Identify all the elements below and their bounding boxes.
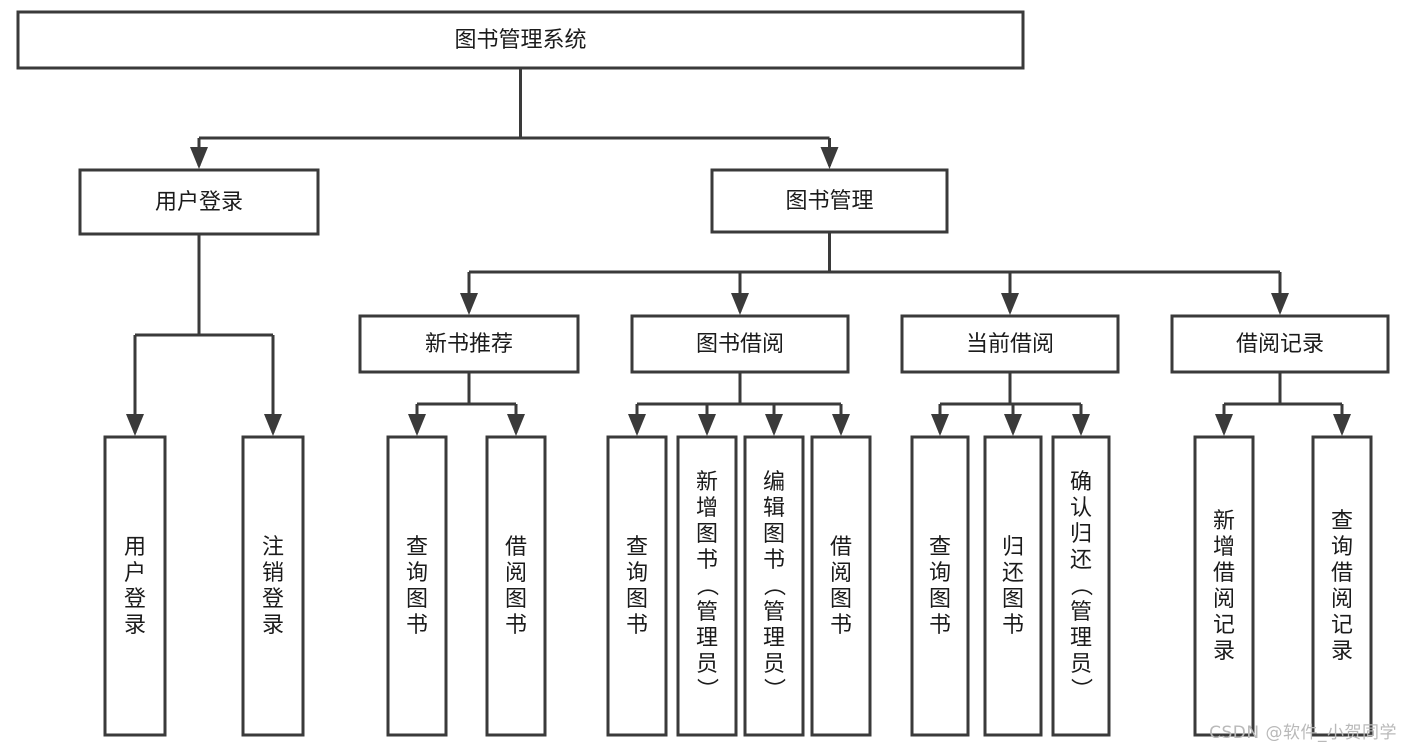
node-leaf-0[interactable]: 用户登录 xyxy=(103,435,167,737)
node-leaf-3[interactable]: 借阅图书 xyxy=(485,435,547,737)
node-label: 编辑图书（管理员） xyxy=(763,470,786,703)
node-leaf-5[interactable]: 新增图书（管理员） xyxy=(676,435,738,737)
arrow-head-icon xyxy=(190,147,208,169)
arrow-head-icon xyxy=(507,414,525,436)
node-level2-0[interactable]: 用户登录 xyxy=(78,168,320,236)
node-level2-1[interactable]: 图书管理 xyxy=(710,168,949,234)
node-leaf-10[interactable]: 确认归还（管理员） xyxy=(1051,435,1111,737)
node-box xyxy=(358,314,580,374)
node-label: 当前借阅 xyxy=(966,332,1054,357)
node-box xyxy=(103,435,167,737)
node-box xyxy=(78,168,320,236)
node-box xyxy=(606,435,668,737)
node-label: 新书推荐 xyxy=(425,332,513,357)
node-box xyxy=(1193,435,1255,737)
node-label: 用户登录 xyxy=(124,535,146,638)
node-label: 注销登录 xyxy=(262,535,284,638)
node-label: 借阅图书 xyxy=(505,535,527,638)
arrow-head-icon xyxy=(628,414,646,436)
node-box xyxy=(1311,435,1373,737)
node-box xyxy=(676,435,738,737)
node-box xyxy=(900,314,1120,374)
node-label: 确认归还（管理员） xyxy=(1070,470,1093,703)
edges-layer xyxy=(126,68,1351,436)
node-label: 查询图书 xyxy=(626,535,648,638)
node-box xyxy=(241,435,305,737)
node-label: 查询图书 xyxy=(406,535,428,638)
node-leaf-12[interactable]: 查询借阅记录 xyxy=(1311,435,1373,737)
arrow-head-icon xyxy=(1072,414,1090,436)
node-level3-3[interactable]: 借阅记录 xyxy=(1170,314,1390,374)
node-label: 用户登录 xyxy=(155,190,243,215)
node-box xyxy=(16,10,1025,70)
node-leaf-4[interactable]: 查询图书 xyxy=(606,435,668,737)
node-leaf-9[interactable]: 归还图书 xyxy=(983,435,1043,737)
arrow-head-icon xyxy=(1271,293,1289,315)
node-label: 查询借阅记录 xyxy=(1331,509,1353,664)
arrow-head-icon xyxy=(1215,414,1233,436)
node-label: 图书借阅 xyxy=(696,332,784,357)
node-box xyxy=(710,168,949,234)
node-box xyxy=(983,435,1043,737)
node-root-图书管理系统[interactable]: 图书管理系统 xyxy=(16,10,1025,70)
node-label: 新增图书（管理员） xyxy=(696,470,719,703)
node-box xyxy=(630,314,850,374)
node-box xyxy=(910,435,970,737)
node-label: 借阅记录 xyxy=(1236,332,1324,357)
node-box xyxy=(743,435,805,737)
nodes-layer: 图书管理系统用户登录图书管理新书推荐图书借阅当前借阅借阅记录用户登录注销登录查询… xyxy=(16,10,1390,737)
node-leaf-7[interactable]: 借阅图书 xyxy=(810,435,872,737)
arrow-head-icon xyxy=(731,293,749,315)
arrow-head-icon xyxy=(1004,414,1022,436)
arrow-head-icon xyxy=(1001,293,1019,315)
node-box xyxy=(386,435,448,737)
node-label: 图书管理 xyxy=(785,189,873,214)
node-level3-1[interactable]: 图书借阅 xyxy=(630,314,850,374)
node-box xyxy=(810,435,872,737)
arrow-head-icon xyxy=(832,414,850,436)
node-level3-2[interactable]: 当前借阅 xyxy=(900,314,1120,374)
arrow-head-icon xyxy=(820,147,839,169)
node-label: 归还图书 xyxy=(1002,535,1024,638)
node-leaf-1[interactable]: 注销登录 xyxy=(241,435,305,737)
node-label: 图书管理系统 xyxy=(454,28,586,53)
node-label: 查询图书 xyxy=(929,535,951,638)
node-leaf-8[interactable]: 查询图书 xyxy=(910,435,970,737)
node-leaf-11[interactable]: 新增借阅记录 xyxy=(1193,435,1255,737)
csdn-watermark: CSDN @软件_小贺同学 xyxy=(1209,723,1397,743)
node-leaf-2[interactable]: 查询图书 xyxy=(386,435,448,737)
node-box xyxy=(485,435,547,737)
node-label: 借阅图书 xyxy=(830,535,852,638)
arrow-head-icon xyxy=(765,414,783,436)
arrow-head-icon xyxy=(408,414,426,436)
node-level3-0[interactable]: 新书推荐 xyxy=(358,314,580,374)
node-leaf-6[interactable]: 编辑图书（管理员） xyxy=(743,435,805,737)
arrow-head-icon xyxy=(698,414,716,436)
node-box xyxy=(1051,435,1111,737)
arrow-head-icon xyxy=(931,414,949,436)
arrow-head-icon xyxy=(264,414,282,436)
node-box xyxy=(1170,314,1390,374)
arrow-head-icon xyxy=(460,293,478,315)
arrow-head-icon xyxy=(126,414,144,436)
node-label: 新增借阅记录 xyxy=(1213,509,1235,664)
arrow-head-icon xyxy=(1333,414,1351,436)
